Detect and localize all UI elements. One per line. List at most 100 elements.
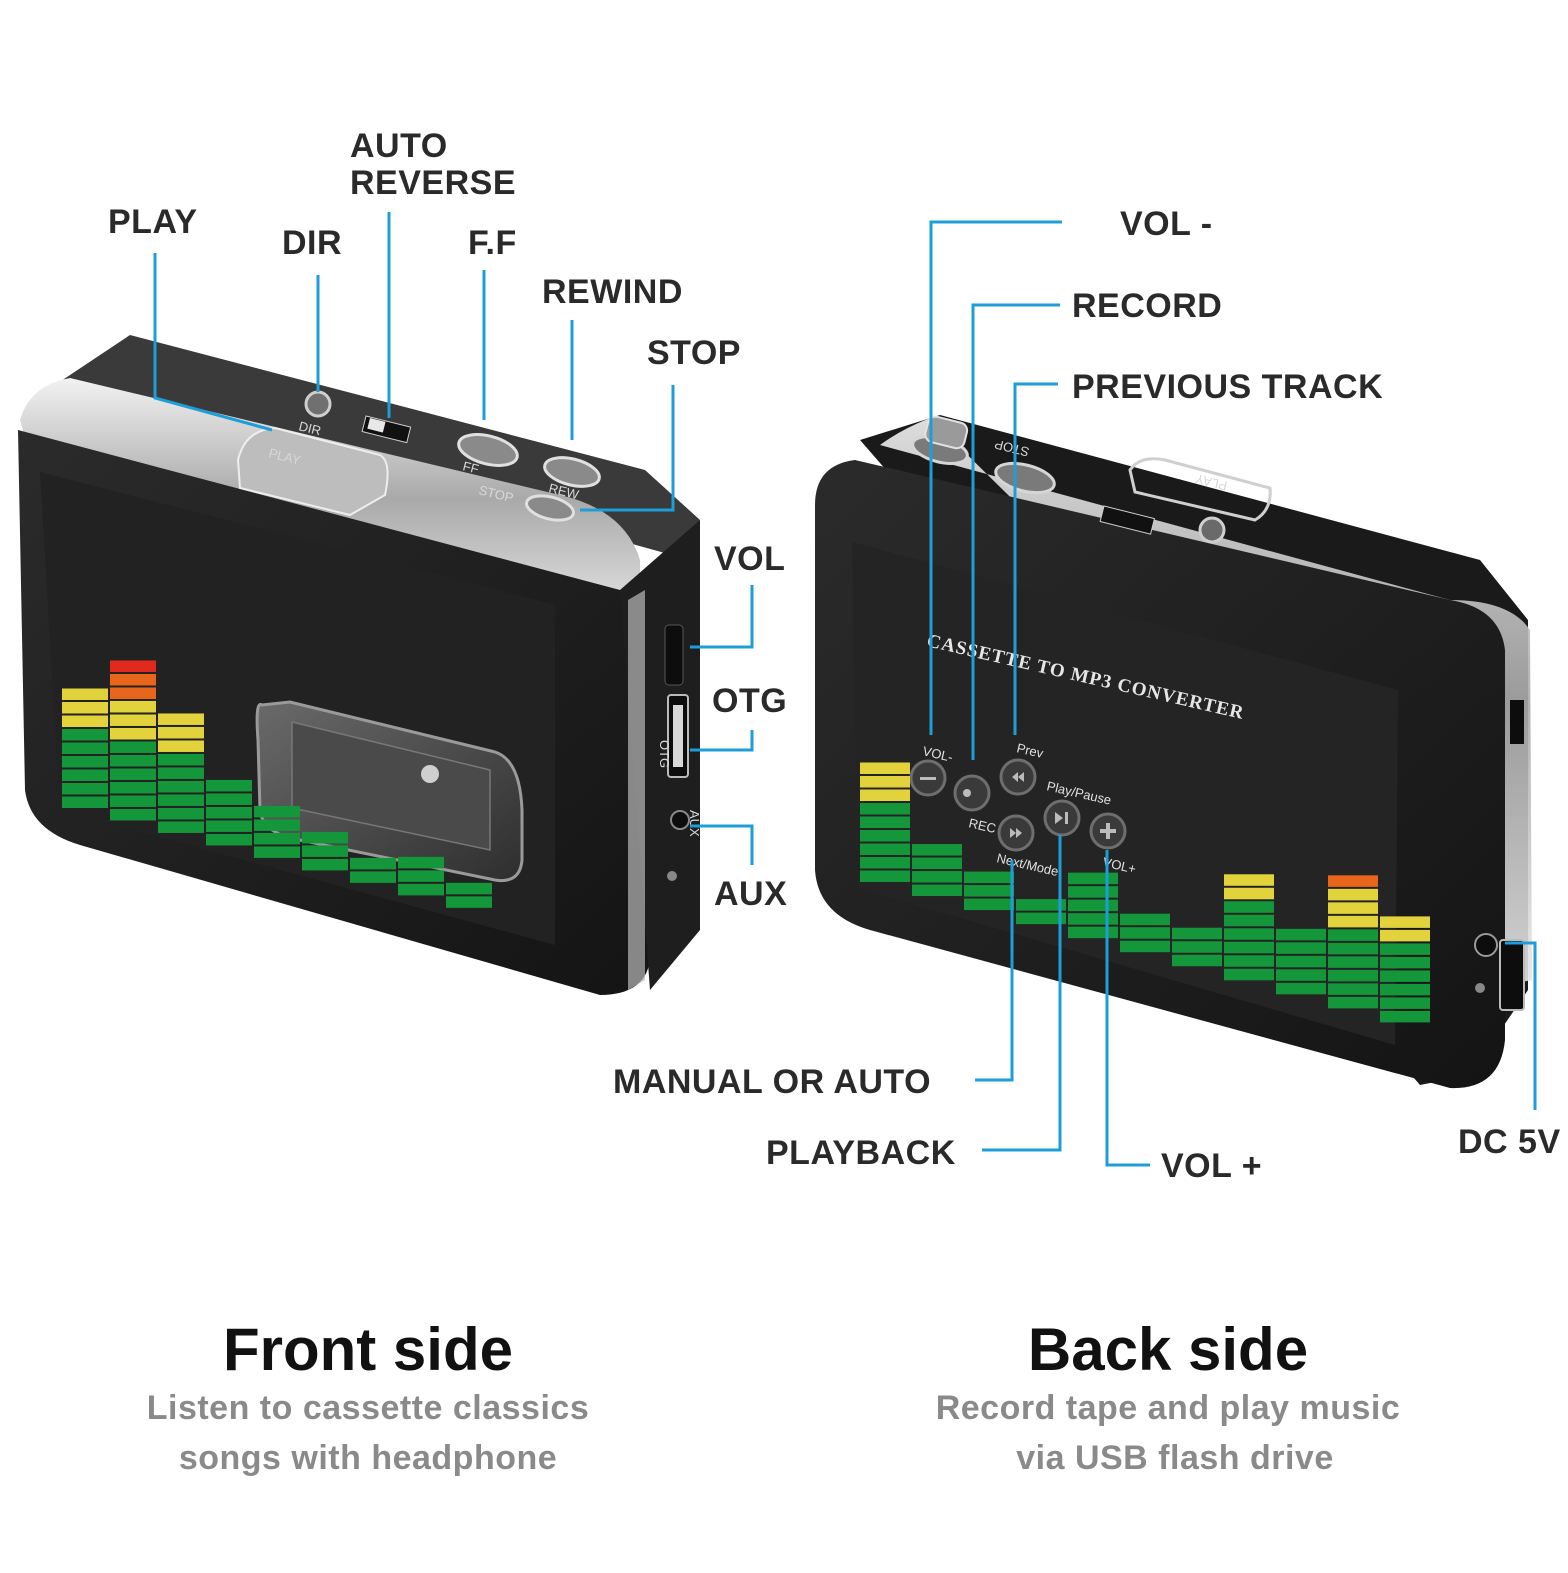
front-eq-cell bbox=[110, 727, 156, 740]
back-eq-cell bbox=[912, 844, 962, 856]
front-eq-cell bbox=[110, 768, 156, 780]
minus-icon bbox=[920, 777, 936, 780]
back-eq-cell bbox=[1068, 872, 1118, 885]
front-eq-cell bbox=[206, 806, 252, 819]
back-eq-cell bbox=[1068, 899, 1118, 912]
front-eq-cell bbox=[302, 831, 348, 844]
back-eq-cell bbox=[1328, 888, 1378, 901]
front-eq-cell bbox=[110, 795, 156, 807]
back-eq-cell bbox=[860, 843, 910, 855]
back-eq-cell bbox=[1380, 929, 1430, 942]
leader-aux bbox=[690, 824, 754, 865]
front-eq-cell bbox=[110, 660, 156, 672]
front-eq-cell bbox=[302, 858, 348, 871]
back-eq-cell bbox=[1016, 912, 1066, 925]
back-eq-cell bbox=[1380, 943, 1430, 955]
rewind-button bbox=[543, 456, 601, 488]
front-caption-line1: Listen to cassette classics bbox=[147, 1389, 590, 1427]
callout-manual-or-auto: MANUAL OR AUTO bbox=[613, 1063, 931, 1101]
back-eq-cell bbox=[1068, 886, 1118, 898]
back-eq-cell bbox=[1276, 928, 1326, 941]
back-eq-cell bbox=[1068, 926, 1118, 939]
back-eq-cell bbox=[860, 830, 910, 842]
back-eq-cell bbox=[1328, 875, 1378, 887]
front-eq-cell bbox=[110, 754, 156, 767]
callout-record: RECORD bbox=[1072, 287, 1222, 325]
back-eq-cell bbox=[860, 789, 910, 801]
callout-play: PLAY bbox=[108, 203, 198, 241]
back-eq-cell bbox=[1328, 956, 1378, 968]
leader-dc5v bbox=[1505, 941, 1537, 1110]
leader-lines bbox=[153, 212, 1537, 1167]
callout-stop: STOP bbox=[647, 334, 741, 372]
front-eq-cell bbox=[254, 832, 300, 845]
callout-dir: DIR bbox=[282, 224, 342, 262]
back-eq-cell bbox=[860, 803, 910, 815]
back-eq-cell bbox=[1224, 928, 1274, 940]
front-caption-block: Front side Listen to cassette classics s… bbox=[147, 1316, 590, 1477]
back-eq-cell bbox=[1224, 914, 1274, 927]
back-eq-cell bbox=[1328, 996, 1378, 1009]
front-eq-graphic bbox=[62, 660, 492, 908]
front-screw bbox=[667, 871, 677, 881]
record-icon bbox=[963, 789, 971, 797]
cassette-reel-view bbox=[291, 721, 491, 851]
front-eq-cell bbox=[62, 729, 108, 741]
front-device: PLAY DIR FF REW STOP AUX OTG bbox=[18, 335, 702, 995]
plus-icon bbox=[1100, 823, 1116, 839]
leader-stop bbox=[580, 385, 675, 512]
callout-auto-reverse-line2: REVERSE bbox=[350, 164, 516, 202]
front-play-key bbox=[236, 426, 389, 517]
leader-previous-track bbox=[1013, 382, 1058, 735]
front-eq-cell bbox=[110, 700, 156, 713]
dc5v-port bbox=[1499, 939, 1525, 1011]
back-eq-cell bbox=[1276, 982, 1326, 995]
back-caption-line1: Record tape and play music bbox=[936, 1389, 1401, 1427]
front-heading: Front side bbox=[223, 1316, 513, 1383]
auto-reverse-slider-thumb bbox=[367, 417, 386, 433]
leader-play bbox=[153, 253, 273, 432]
back-eq-cell bbox=[860, 857, 910, 869]
back-eq-cell bbox=[1328, 969, 1378, 982]
front-eq-cell bbox=[158, 807, 204, 820]
back-eq-cell bbox=[964, 898, 1014, 911]
back-eq-cell bbox=[1120, 927, 1170, 939]
front-eq-cell bbox=[350, 871, 396, 883]
front-eq-cell bbox=[110, 714, 156, 726]
front-eq-cell bbox=[158, 821, 204, 833]
front-aux-print: AUX bbox=[687, 810, 702, 837]
front-eq-cell bbox=[158, 740, 204, 752]
front-eq-cell bbox=[158, 794, 204, 806]
callout-vol-plus: VOL + bbox=[1161, 1147, 1262, 1185]
callout-vol: VOL bbox=[714, 540, 785, 578]
front-eq-cell bbox=[158, 713, 204, 725]
front-callouts: PLAY DIR AUTO REVERSE F.F REWIND STOP VO… bbox=[108, 127, 787, 913]
front-caption-line2: songs with headphone bbox=[179, 1439, 557, 1477]
front-eq-cell bbox=[398, 883, 444, 896]
leader-manual-or-auto bbox=[975, 860, 1014, 1082]
prev-icon bbox=[1012, 772, 1024, 782]
back-top-button bbox=[994, 461, 1056, 495]
leader-record bbox=[971, 303, 1060, 760]
back-eq-cell bbox=[1120, 913, 1170, 926]
front-eq-cell bbox=[62, 783, 108, 795]
back-buttons bbox=[909, 758, 1127, 852]
front-eq-cell bbox=[446, 882, 492, 895]
front-eq-cell bbox=[254, 819, 300, 831]
back-eq-cell bbox=[1328, 915, 1378, 928]
back-eq-cell bbox=[1224, 874, 1274, 886]
front-eq-cell bbox=[110, 687, 156, 699]
aux-jack bbox=[670, 810, 690, 830]
front-eq-cell bbox=[206, 820, 252, 832]
back-eq-cell bbox=[1276, 969, 1326, 981]
front-eq-cell bbox=[158, 753, 204, 766]
front-eq-cell bbox=[254, 846, 300, 858]
back-callouts: VOL - RECORD PREVIOUS TRACK MANUAL OR AU… bbox=[613, 205, 1560, 1185]
otg-usb-contact bbox=[673, 705, 683, 767]
front-eq-cell bbox=[110, 781, 156, 794]
back-eq-cell bbox=[1224, 968, 1274, 981]
front-ff-print: FF bbox=[461, 458, 480, 476]
front-eq-cell bbox=[206, 793, 252, 805]
